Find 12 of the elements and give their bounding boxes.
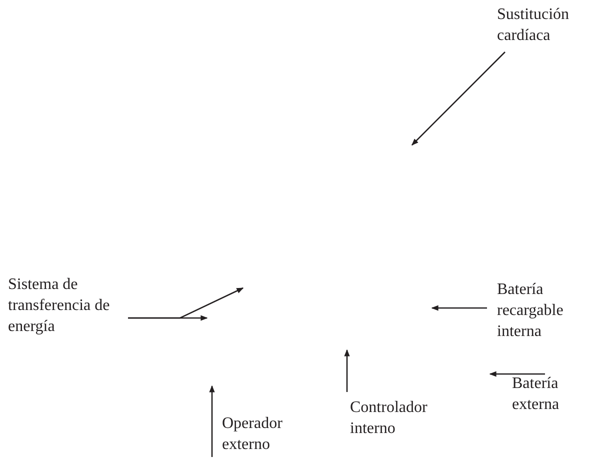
- leader-line: [412, 52, 506, 146]
- leader-line: [128, 315, 208, 321]
- leader-line: [344, 349, 350, 392]
- part-label: Sustitución cardíaca: [497, 5, 570, 46]
- part-label: Operador externo: [222, 414, 284, 455]
- leader-line: [489, 371, 545, 377]
- part-label: Controlador interno: [350, 398, 428, 439]
- part-label: Batería recargable interna: [497, 280, 564, 342]
- leader-line: [431, 305, 487, 311]
- part-label: Batería externa: [512, 374, 560, 415]
- part-label: Sistema de transferencia de energía: [8, 275, 111, 337]
- leader-line: [209, 385, 215, 457]
